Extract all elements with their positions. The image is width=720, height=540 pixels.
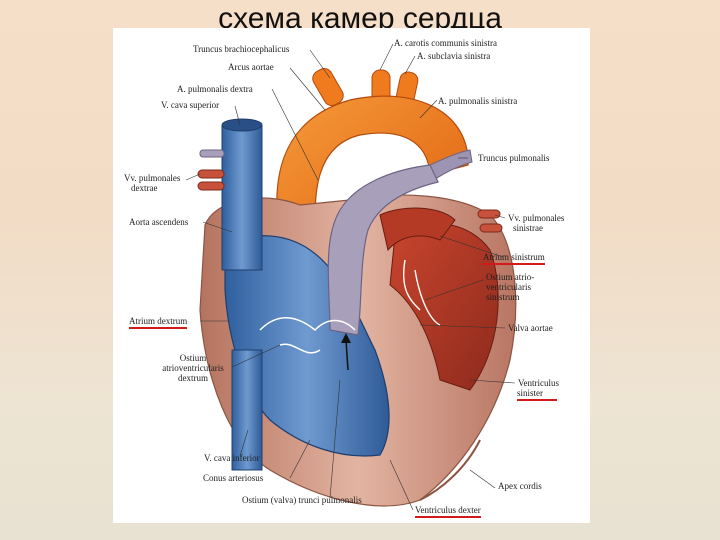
label-ostium-av-sinistrum-1: Ostium atrio- xyxy=(486,272,535,282)
mitral-valve-chordae xyxy=(403,259,441,326)
label-ventriculus-sinister-1: Ventriculus xyxy=(518,378,559,388)
pulmonary-trunk xyxy=(327,164,439,336)
label-atrium-sinistrum: Atrium sinistrum xyxy=(483,252,545,265)
right-pulmonary-veins xyxy=(197,149,225,191)
label-vv-pulmonales-sinistrae-1: Vv. pulmonales xyxy=(508,213,565,223)
label-ostium-av-dextrum-1: Ostium xyxy=(179,353,207,363)
label-vv-pulmonales-dextrae-2: dextrae xyxy=(131,183,158,193)
label-ventriculus-sinister-2: sinister xyxy=(517,388,557,401)
left-ventricle-cavity xyxy=(389,223,499,391)
label-a-pulmonalis-dextra: A. pulmonalis dextra xyxy=(177,84,253,94)
label-v-cava-inferior: V. cava inferior xyxy=(204,453,260,463)
label-ostium-av-dextrum-2: atrioventricularis xyxy=(162,363,224,373)
label-a-pulmonalis-sinistra: A. pulmonalis sinistra xyxy=(438,96,518,106)
apex xyxy=(419,439,481,501)
label-atrium-dextrum: Atrium dextrum xyxy=(129,316,188,329)
label-truncus-pulmonalis: Truncus pulmonalis xyxy=(478,153,550,163)
label-conus-arteriosus: Conus arteriosus xyxy=(203,473,264,483)
label-a-subclavia-sinistra: A. subclavia sinistra xyxy=(417,51,491,61)
label-arcus-aortae: Arcus aortae xyxy=(228,62,274,72)
left-pulmonary-veins xyxy=(477,209,503,233)
label-ostium-trunci-pulmonalis: Ostium (valva) trunci pulmonalis xyxy=(242,495,362,505)
label-ostium-av-dextrum-3: dextrum xyxy=(178,373,208,383)
inferior-vena-cava xyxy=(231,349,263,471)
label-v-cava-superior: V. cava superior xyxy=(161,100,220,110)
label-ventriculus-dexter: Ventriculus dexter xyxy=(415,505,481,518)
label-vv-pulmonales-dextrae-1: Vv. pulmonales xyxy=(124,173,181,183)
label-aorta-ascendens: Aorta ascendens xyxy=(129,217,189,227)
label-valva-aortae: Valva aortae xyxy=(508,323,553,333)
flow-arrow xyxy=(345,339,349,371)
svc-opening xyxy=(221,118,263,132)
tricuspid-valve-outline xyxy=(259,317,356,354)
label-a-carotis-communis-sinistra: A. carotis communis sinistra xyxy=(394,38,497,48)
left-atrium-cavity xyxy=(379,207,456,252)
label-apex-cordis: Apex cordis xyxy=(498,481,542,491)
leader-lines xyxy=(185,43,516,511)
flow-arrow-head xyxy=(341,333,351,343)
label-ostium-av-sinistrum-3: sinistrum xyxy=(486,292,520,302)
label-truncus-brachiocephalicus: Truncus brachiocephalicus xyxy=(193,44,290,54)
superior-vena-cava xyxy=(221,124,263,271)
label-ostium-av-sinistrum-2: ventricularis xyxy=(486,282,531,292)
label-vv-pulmonales-sinistrae-2: sinistrae xyxy=(513,223,543,233)
